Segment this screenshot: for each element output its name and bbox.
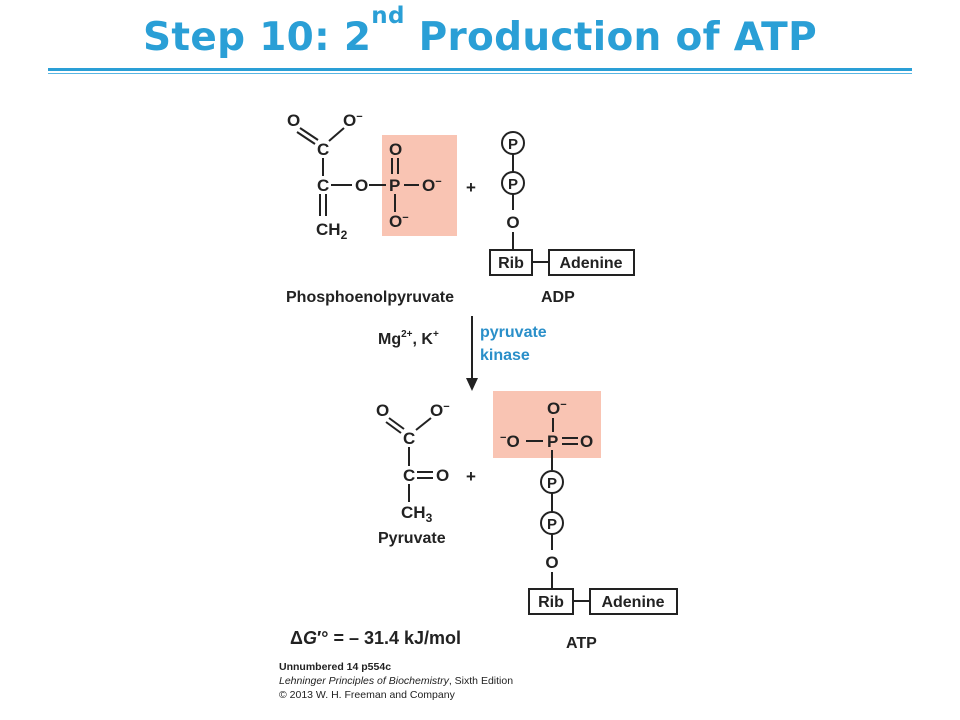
- atp-structure: O− −O P O P P O Rib Adenine: [500, 399, 678, 615]
- pep-p-o-top: O: [389, 140, 402, 159]
- atp-adenine-label: Adenine: [601, 594, 664, 611]
- pep-label: Phosphoenolpyruvate: [286, 289, 454, 306]
- pyruvate-label: Pyruvate: [378, 530, 446, 547]
- svg-text:P: P: [508, 136, 518, 153]
- pyruvate-bonds: [385, 417, 433, 502]
- pyr-o-minus: O−: [430, 401, 450, 420]
- pep-o-minus: O−: [343, 111, 363, 130]
- svg-text:P: P: [547, 475, 557, 492]
- enzyme-label-line2: kinase: [480, 347, 530, 364]
- atp-label: ATP: [566, 635, 597, 652]
- atp-o-left: −O: [500, 432, 520, 451]
- atp-ribose-label: Rib: [538, 594, 564, 611]
- title-underline-thick: [48, 68, 912, 71]
- adp-ribose-label: Rib: [498, 255, 524, 272]
- adp-bridge-o: O: [506, 213, 519, 232]
- plus-sign-bottom: +: [466, 467, 476, 486]
- pep-o-double: O: [287, 111, 300, 130]
- plus-sign-top: +: [466, 178, 476, 197]
- adp-label: ADP: [541, 289, 575, 306]
- pep-c-carboxyl: C: [317, 140, 329, 159]
- pep-ch2: CH2: [316, 220, 348, 242]
- adp-adenine-label: Adenine: [559, 255, 622, 272]
- pyr-c-carboxyl: C: [403, 429, 415, 448]
- svg-text:P: P: [508, 176, 518, 193]
- pep-c-enol: C: [317, 176, 329, 195]
- atp-adenine-box: [589, 588, 678, 615]
- title-underline-thin: [48, 73, 912, 74]
- cofactors-label: Mg2+, K+: [378, 329, 439, 348]
- pep-phosphorus: P: [389, 176, 400, 195]
- svg-text:P: P: [547, 516, 557, 533]
- figure-caption-copyright: © 2013 W. H. Freeman and Company: [279, 689, 455, 701]
- atp-o-right: O: [580, 432, 593, 451]
- title-prefix: Step 10: 2: [143, 15, 372, 60]
- pep-bridge-o: O: [355, 176, 368, 195]
- pep-bonds: [296, 127, 419, 216]
- pyr-c-keto: C: [403, 466, 415, 485]
- slide-title: Step 10: 2nd Production of ATP: [0, 3, 960, 68]
- pyr-o-double: O: [376, 401, 389, 420]
- pep-phosphate-highlight: [382, 135, 457, 236]
- title-suffix: Production of ATP: [404, 15, 817, 60]
- phosphoenolpyruvate-structure: O O− C C O P O O− O− CH2: [287, 111, 442, 242]
- pyr-keto-o: O: [436, 466, 449, 485]
- delta-g-expression: ΔG′° = – 31.4 kJ/mol: [290, 628, 461, 648]
- adp-adenine-box: [548, 249, 635, 276]
- enzyme-label-line1: pyruvate: [480, 324, 547, 341]
- atp-phosphate-highlight: [493, 391, 601, 458]
- atp-p-gamma: P: [547, 432, 558, 451]
- pep-p-o-right: O−: [422, 176, 442, 195]
- pep-p-o-bottom: O−: [389, 212, 409, 231]
- figure-caption-id: Unnumbered 14 p554c: [279, 661, 392, 673]
- pyruvate-structure: O O− C C O CH3: [376, 401, 450, 525]
- atp-bridge-o: O: [545, 553, 558, 572]
- adp-structure: P P O Rib Adenine: [489, 131, 635, 276]
- pyr-ch3: CH3: [401, 503, 433, 525]
- reaction-arrow: [466, 316, 478, 391]
- figure-caption-source: Lehninger Principles of Biochemistry, Si…: [279, 675, 514, 687]
- atp-o-top: O−: [547, 399, 567, 418]
- title-superscript: nd: [371, 3, 405, 29]
